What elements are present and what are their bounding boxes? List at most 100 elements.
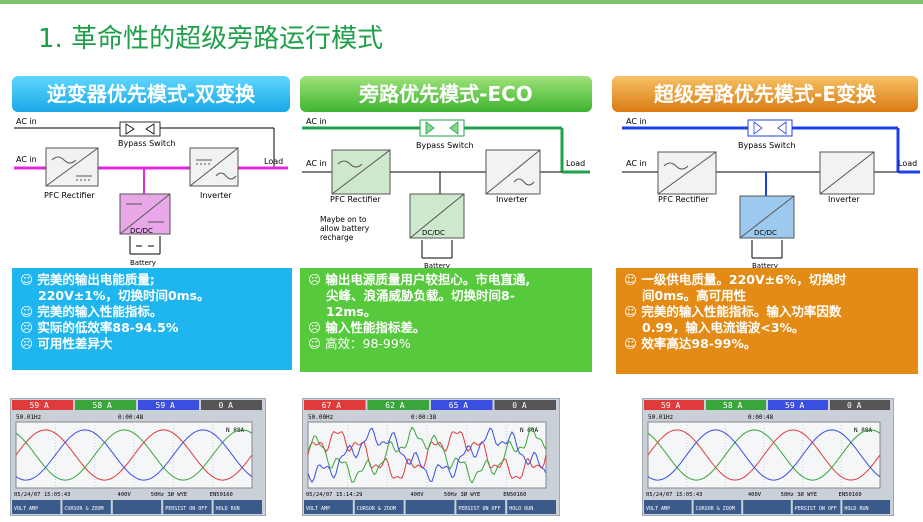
dcdc-label: DC/DC [754, 229, 777, 237]
bullet-3: ☺ 高效：98-99% [308, 336, 411, 351]
scope-softkey-label: VOLT AMP [306, 506, 330, 512]
bullet-2: ☺ 完美的输入性能指标。 [20, 304, 163, 319]
bullet-1: ☹ 输出电源质量用户较担心。市电直通, [308, 272, 531, 287]
bullet-4: ☹ 可用性差异大 [20, 336, 113, 351]
battery-icon [129, 236, 161, 255]
load-label: Load [264, 157, 283, 166]
scope-softkey-label: VOLT AMP [14, 506, 38, 512]
ac-in-label: AC in [626, 159, 647, 168]
scope-softkey: VOLT AMP [644, 500, 692, 514]
channel-readout [431, 400, 493, 410]
bullet-1: ☺ 完美的输出电能质量; [20, 272, 155, 287]
frown-icon: ☹ [308, 272, 322, 287]
inverter-icon [819, 151, 875, 195]
ac-in-top-label: AC in [306, 117, 327, 126]
scope-softkey-label: CURSOR & ZOOM [696, 506, 735, 512]
neutral-current-readout: N 88A [226, 427, 244, 434]
smile-icon: ☺ [20, 304, 34, 319]
bullet-2-cont: 0.99，输入电流谐波<3%。 [642, 320, 805, 335]
inverter-label: Inverter [200, 191, 232, 200]
clock-readout: 15:05:43 [676, 492, 703, 498]
channel-readout-value: 58 A [93, 401, 112, 410]
bullet-3: ☺ 效率高达98-99%。 [624, 336, 757, 351]
battery-icon [751, 240, 783, 259]
scope-softkey-bg [507, 500, 556, 514]
scope-softkey-bg [456, 500, 506, 514]
dcdc-converter-icon [119, 193, 171, 235]
channel-readout [706, 400, 766, 410]
smile-icon: ☺ [308, 336, 322, 351]
scope-softkey: VOLT AMP [304, 500, 353, 514]
standard-readout: EN50160 [503, 492, 526, 498]
scope-softkey-bg [62, 500, 111, 514]
scope-softkey [112, 500, 162, 514]
inverter-icon [189, 147, 239, 187]
channel-readout [12, 400, 73, 410]
bullet-2: ☹ 输入性能指标差。 [308, 320, 426, 335]
bypass-switch-label: Bypass Switch [118, 139, 176, 148]
scope-softkey-label: PERSIST ON OFF [165, 506, 207, 512]
standard-readout: EN50160 [839, 492, 862, 498]
frequency-readout: 50.01Hz [648, 414, 674, 421]
voltage-readout: 400V [410, 492, 424, 498]
channel-readout-value: 59 A [156, 401, 175, 410]
bullet-3: ☹ 实际的低效率88-94.5% [20, 320, 179, 335]
bullet-1-cont: 间0ms。高可用性 [642, 288, 747, 303]
ups-diagram-e-conversion: AC in Bypass Switch AC in PFC Rectifier … [622, 117, 920, 270]
timer-readout: 0:00:48 [118, 414, 144, 421]
ac-in-top-label: AC in [16, 117, 37, 126]
frequency-readout: 50.00Hz [308, 414, 334, 421]
scope-softkey: PERSIST ON OFF [163, 500, 212, 514]
scope-softkey-label: PERSIST ON OFF [458, 506, 500, 512]
channel-readout-value: 58 A [723, 401, 742, 410]
neutral-current-readout: N 88A [854, 427, 872, 434]
phase-waveform [307, 427, 547, 484]
smile-icon: ☺ [624, 336, 638, 351]
frown-icon: ☹ [20, 336, 34, 351]
frown-icon: ☹ [20, 320, 34, 335]
load-label: Load [898, 159, 917, 168]
channel-readout-value: 65 A [449, 401, 468, 410]
section-header-e-conversion: 超级旁路优先模式-E变换 [612, 76, 918, 112]
bullet-2: ☺ 完美的输入性能指标。输入功率因数 [624, 304, 842, 319]
dcdc-label: DC/DC [130, 227, 153, 235]
top-accent-bar [0, 0, 923, 4]
scope-softkey-bg [354, 500, 404, 514]
scope-softkey-bg [163, 500, 212, 514]
ups-diagram-eco: AC in Bypass Switch AC in PFC Rectifier … [302, 117, 590, 270]
scope-softkey: CURSOR & ZOOM [354, 500, 404, 514]
battery-label: Battery [130, 259, 156, 267]
feature-panel-double-conversion: ☺ 完美的输出电能质量; 220V±1%，切换时间0ms。 ☺ 完美的输入性能指… [12, 268, 292, 370]
bullet-1-cont-2: 12ms。 [326, 304, 377, 319]
scope-softkey: HOLD RUN [213, 500, 262, 514]
scope-softkey-label: VOLT AMP [646, 506, 670, 512]
channel-readout [644, 400, 704, 410]
scope-softkey: HOLD RUN [507, 500, 556, 514]
scope-softkey: PERSIST ON OFF [456, 500, 506, 514]
scope-softkey-label: HOLD RUN [216, 506, 240, 512]
date-readout: 05/24/07 [306, 492, 333, 498]
bypass-switch-icon [419, 119, 465, 137]
phase-waveform [647, 429, 881, 481]
date-readout: 05/24/07 [14, 492, 41, 498]
feature-panel-e-conversion: ☺ 一级供电质量。220V±6%，切换时 间0ms。高可用性 ☺ 完美的输入性能… [616, 268, 918, 374]
pfc-rectifier-icon [331, 149, 391, 195]
bypass-switch-icon [747, 119, 793, 137]
channel-readout [75, 400, 136, 410]
battery-label: Battery [424, 262, 450, 270]
channel-readout [367, 400, 429, 410]
scope-softkey-label: PERSIST ON OFF [795, 506, 837, 512]
channel-readout-value: 0 A [219, 401, 234, 410]
voltage-readout: 400V [118, 492, 132, 498]
channel-readout-value: 59 A [661, 401, 680, 410]
channel-readout [201, 400, 262, 410]
config-readout: 50Hz 3Ø WYE [781, 491, 817, 498]
ac-in-label: AC in [16, 155, 37, 164]
page-title: 1. 革命性的超级旁路运行模式 [38, 24, 384, 54]
bypass-switch-label: Bypass Switch [416, 141, 474, 150]
inverter-label: Inverter [496, 195, 528, 204]
scope-softkey-bg [304, 500, 353, 514]
feature-panel-eco: ☹ 输出电源质量用户较担心。市电直通, 尖峰、浪涌威胁负载。切换时间8- 12m… [300, 268, 592, 372]
scope-softkey-bg [213, 500, 262, 514]
